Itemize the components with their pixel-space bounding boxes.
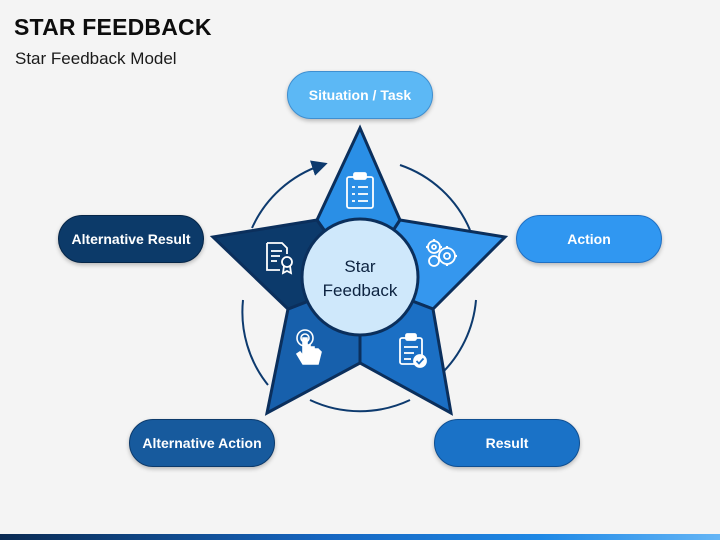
center-circle bbox=[300, 217, 420, 337]
ring-arc-top-right bbox=[399, 164, 471, 231]
gears-icon bbox=[426, 239, 457, 267]
cycle-ring bbox=[241, 160, 477, 413]
clipboard-icon bbox=[346, 172, 374, 209]
action-label: Action bbox=[516, 215, 662, 263]
ring-arc-right bbox=[439, 299, 477, 376]
result-label: Result bbox=[434, 419, 580, 467]
center-text-line1: Star bbox=[344, 257, 376, 276]
footer-bar bbox=[0, 534, 720, 540]
alternative-result-label: Alternative Result bbox=[58, 215, 204, 263]
checklist-icon bbox=[399, 333, 427, 368]
ring-arc-bottom bbox=[309, 399, 411, 413]
slide-title: STAR FEEDBACK bbox=[14, 14, 212, 40]
certificate-icon bbox=[266, 242, 293, 275]
touch-hand-icon bbox=[295, 329, 322, 365]
alternative-action-label: Alternative Action bbox=[129, 419, 275, 467]
ring-arrow bbox=[251, 160, 328, 229]
ring-arc-left bbox=[241, 299, 269, 386]
slide-subtitle: Star Feedback Model bbox=[15, 49, 177, 68]
center-text-line2: Feedback bbox=[323, 281, 398, 300]
situation-task-label: Situation / Task bbox=[287, 71, 433, 119]
